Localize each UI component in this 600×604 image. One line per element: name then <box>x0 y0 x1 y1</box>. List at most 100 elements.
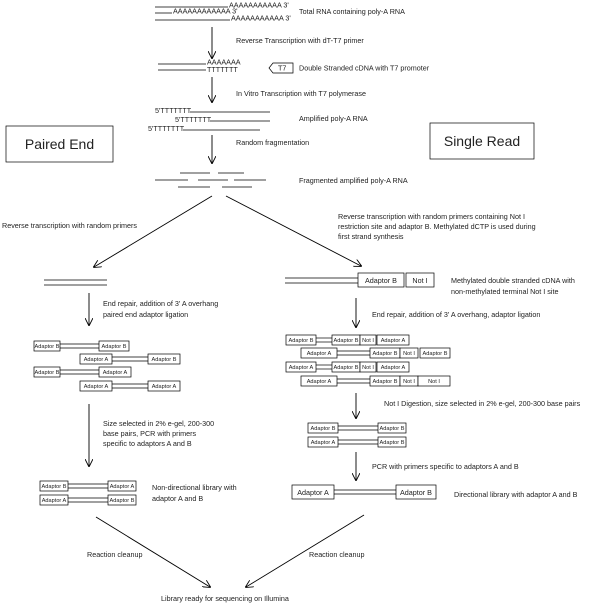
sr-library-label: Directional library with adaptor A and B <box>454 490 578 499</box>
sr-adaptor-b-large-label: Adaptor B <box>400 488 432 497</box>
sr-ligation-adaptor-2-2-label: Adaptor B <box>373 351 398 357</box>
sr-ligation-adaptor-1-2-label: Adaptor B <box>334 338 359 344</box>
pe-ligation-adaptor-2-2-box <box>147 353 181 365</box>
sr-ligation-adaptor-1-4-label: Adaptor A <box>381 338 406 344</box>
pe-ligation-adaptor-2-0-box <box>79 353 113 365</box>
pe-ligation-construct-1: Adaptor B Adaptor B <box>33 340 130 352</box>
sr-adaptor-b-label: Adaptor B <box>365 276 397 285</box>
sr-digested-adaptor-2-0-label: Adaptor A <box>311 440 336 446</box>
pe-rt-random-label: Reverse transcription with random primer… <box>2 221 137 230</box>
sr-noti-box <box>405 272 435 288</box>
polyA-label-2: AAAAAAAAAAAA 3' <box>173 7 238 16</box>
sr-adaptor-a-large-label: Adaptor A <box>297 488 329 497</box>
sr-digested-construct-2: Adaptor A Adaptor B <box>307 436 407 448</box>
pe-library-adaptor-1-2-box <box>107 480 137 492</box>
sr-ligation-adaptor-3-4-label: Adaptor A <box>381 365 406 371</box>
sr-digested-adaptor-2-2-box <box>377 436 407 448</box>
library-ready-label: Library ready for sequencing on Illumina <box>161 594 289 603</box>
sr-ligation-adaptor-4-0-label: Adaptor A <box>307 379 332 385</box>
sr-methylated-2: non-methylated terminal Not I site <box>451 287 558 296</box>
sr-digested-adaptor-2-2-label: Adaptor B <box>380 440 405 446</box>
sr-rt-3: first strand synthesis <box>338 232 404 241</box>
sr-methylated-1: Methylated double stranded cDNA with <box>451 276 575 285</box>
pe-end-repair-1: End repair, addition of 3' A overhang <box>103 299 218 308</box>
sr-adaptor-b-box <box>357 272 405 288</box>
sr-ligation-adaptor-4-4-box <box>417 375 451 387</box>
fragments <box>155 172 266 188</box>
pe-ligation-adaptor-3-0-label: Adaptor B <box>35 370 60 376</box>
sr-ligation-adaptor-3-4-box <box>376 361 410 373</box>
rt-primer-label: Reverse Transcription with dT-T7 primer <box>236 36 364 45</box>
sr-ligation-construct-4: Adaptor A Adaptor B Not I Not I <box>300 375 451 387</box>
pe-size-1: Size selected in 2% e-gel, 200-300 <box>103 419 214 428</box>
sr-ligation-adaptor-3-0-label: Adaptor A <box>289 365 314 371</box>
pe-library-adaptor-2-0-box <box>39 494 69 506</box>
polyA-label-3: AAAAAAAAAAA 3' <box>231 14 291 23</box>
sr-ligation-adaptor-1-3-box <box>359 334 377 346</box>
sr-ligation-adaptor-1-4-box <box>376 334 410 346</box>
sr-ligation-adaptor-3-2-label: Adaptor B <box>334 365 359 371</box>
pe-library-label-2: adaptor A and B <box>152 494 203 503</box>
paired-end-title: Paired End <box>25 136 94 152</box>
pe-library-adaptor-1-2-label: Adaptor A <box>110 484 135 490</box>
pe-ligation-adaptor-4-0-box <box>79 380 113 392</box>
pe-ligation-adaptor-1-2-label: Adaptor B <box>102 344 127 350</box>
random-frag-label: Random fragmentation <box>236 138 309 147</box>
sr-ligation-adaptor-2-0-label: Adaptor A <box>307 351 332 357</box>
amp-line-3: 5'TTTTTTT <box>148 124 185 133</box>
sr-rt-1: Reverse transcription with random primer… <box>338 212 525 221</box>
arrow-paired-end <box>94 195 213 267</box>
single-read-box: Single Read <box>429 122 535 160</box>
t7-promoter-box <box>268 62 294 74</box>
sr-rt-2: restriction site and adaptor B. Methylat… <box>338 222 536 231</box>
sr-digested-adaptor-2-0-box <box>307 436 339 448</box>
ds-polyA-label: AAAAAAA <box>207 58 241 67</box>
pe-ligation-adaptor-1-2-box <box>98 340 130 352</box>
sr-digested-adaptor-1-0-box <box>307 422 339 434</box>
sr-cleanup-label: Reaction cleanup <box>309 550 365 559</box>
pe-ligation-adaptor-1-0-label: Adaptor B <box>35 344 60 350</box>
ds-cdna-label: Double Stranded cDNA with T7 promoter <box>299 64 430 73</box>
sr-ligation-adaptor-4-3-label: Not I <box>403 379 415 385</box>
pe-ligation-adaptor-4-2-label: Adaptor A <box>152 384 177 390</box>
pe-library-adaptor-2-2-label: Adaptor B <box>110 498 135 504</box>
pe-ligation-adaptor-3-2-box <box>98 366 132 378</box>
sr-ligation-adaptor-3-3-label: Not I <box>362 365 374 371</box>
sr-ligation-adaptor-2-3-label: Not I <box>403 351 415 357</box>
ivt-label: In Vitro Transcription with T7 polymeras… <box>236 89 366 98</box>
sr-methylated-cdna: Adaptor B Not I <box>285 272 435 288</box>
pe-ligation-adaptor-3-2-label: Adaptor A <box>103 370 128 376</box>
pe-size-3: specific to adaptors A and B <box>103 439 192 448</box>
amp-line-2: 5'TTTTTTT <box>175 115 212 124</box>
sr-ligation-adaptor-1-0-label: Adaptor B <box>289 338 314 344</box>
sr-adaptor-b-large <box>395 484 437 500</box>
sr-ligation-construct-2: Adaptor A Adaptor B Not I Adaptor B <box>300 347 451 359</box>
sr-ligation-adaptor-4-2-label: Adaptor B <box>373 379 398 385</box>
pe-library-adaptor-2-2-box <box>107 494 137 506</box>
ds-cdna: AAAAAAA TTTTTTT T7 <box>158 58 294 74</box>
pe-ligation-construct-3: Adaptor B Adaptor A <box>33 366 132 378</box>
pe-ligation-adaptor-2-2-label: Adaptor B <box>152 357 177 363</box>
sr-ligation-adaptor-1-0-box <box>285 334 317 346</box>
single-read-title: Single Read <box>444 133 520 149</box>
paired-end-box: Paired End <box>5 125 114 163</box>
amplified-rna: 5'TTTTTTT 5'TTTTTTT 5'TTTTTTT <box>148 106 270 133</box>
t7-label: T7 <box>278 64 286 73</box>
sr-ligation-adaptor-4-4-label: Not I <box>428 379 440 385</box>
sr-ligation-adaptor-2-4-label: Adaptor B <box>423 351 448 357</box>
pe-ligation-adaptor-4-2-box <box>147 380 181 392</box>
sr-ligation-adaptor-4-0-box <box>300 375 338 387</box>
pe-cleanup-label: Reaction cleanup <box>87 550 143 559</box>
sr-digested-adaptor-1-2-label: Adaptor B <box>380 426 405 432</box>
pe-size-2: base pairs, PCR with primers <box>103 429 196 438</box>
sr-digestion-label: Not I Digestion, size selected in 2% e-g… <box>384 399 581 408</box>
sr-noti-label: Not I <box>412 276 427 285</box>
